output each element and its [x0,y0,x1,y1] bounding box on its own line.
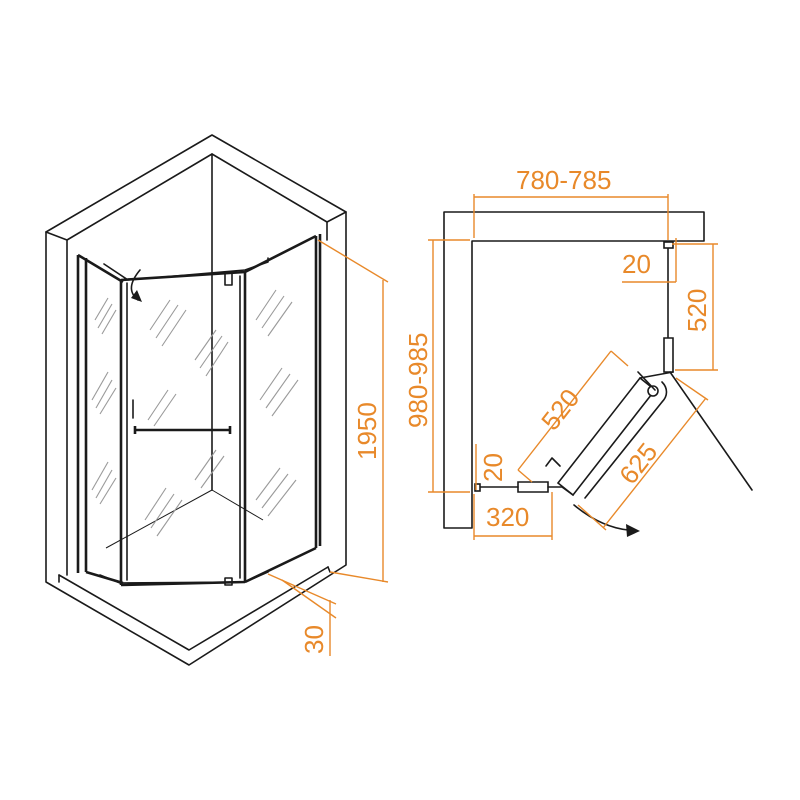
left-gap-label: 20 [478,453,508,482]
bottom-profile [99,571,269,584]
door-handle [133,426,232,434]
left-panel-frame [76,253,124,585]
side-panel-label: 520 [682,289,712,332]
glass-hatching [91,289,299,537]
door-label: 625 [613,437,663,490]
dimension-height: 1950 [317,239,389,583]
door-frame [119,270,247,587]
dimension-depth: 980-985 [403,239,470,493]
width-label: 780-785 [516,165,611,195]
dimension-tray-step: 30 [267,573,337,656]
dimension-side-panel: 520 [672,243,718,371]
floor-back-lines [105,489,264,549]
bottom-panel-profile [517,481,549,493]
left-wall-edge [45,231,68,576]
bottom-rail-stub [545,457,561,467]
bottom-panel-line [475,486,574,496]
tray-front-top [58,566,329,651]
door-arc [637,371,674,391]
plan-view: 780-785 20 520 980-985 20 [403,165,753,540]
isometric-view: 1950 30 [45,134,389,666]
plan-swing-arrow-head [626,524,640,537]
top-gap-label: 20 [622,249,651,279]
door-rail-curve [584,381,668,499]
left-wall-bracket [474,483,481,492]
dimension-left-gap: 20 [475,444,508,490]
swing-arrow-head [131,290,142,302]
dimension-bottom: 320 [473,492,553,540]
hinge-point [647,385,659,397]
side-panel-profile [663,337,674,373]
wall-block-outline [45,134,347,666]
top-wall-bracket [663,241,674,249]
height-label: 1950 [352,402,382,460]
dimension-top-gap: 20 [622,238,677,283]
dimension-width: 780-785 [473,165,669,240]
inner-wall-left [66,153,213,491]
top-rail [103,257,269,281]
inner-wall-right [211,153,328,241]
plan-walls [443,211,705,529]
door-inner-frame [126,275,241,581]
diagonal-panel-label: 520 [535,383,585,436]
open-door-line [669,371,753,491]
right-wall-edge [326,211,347,223]
tray-front-edge [58,566,331,583]
depth-label: 980-985 [403,333,433,428]
right-panel-frame [244,234,322,584]
tray-step-label: 30 [299,625,329,654]
bottom-label: 320 [486,502,529,532]
plan-swing-arrow [573,504,629,531]
